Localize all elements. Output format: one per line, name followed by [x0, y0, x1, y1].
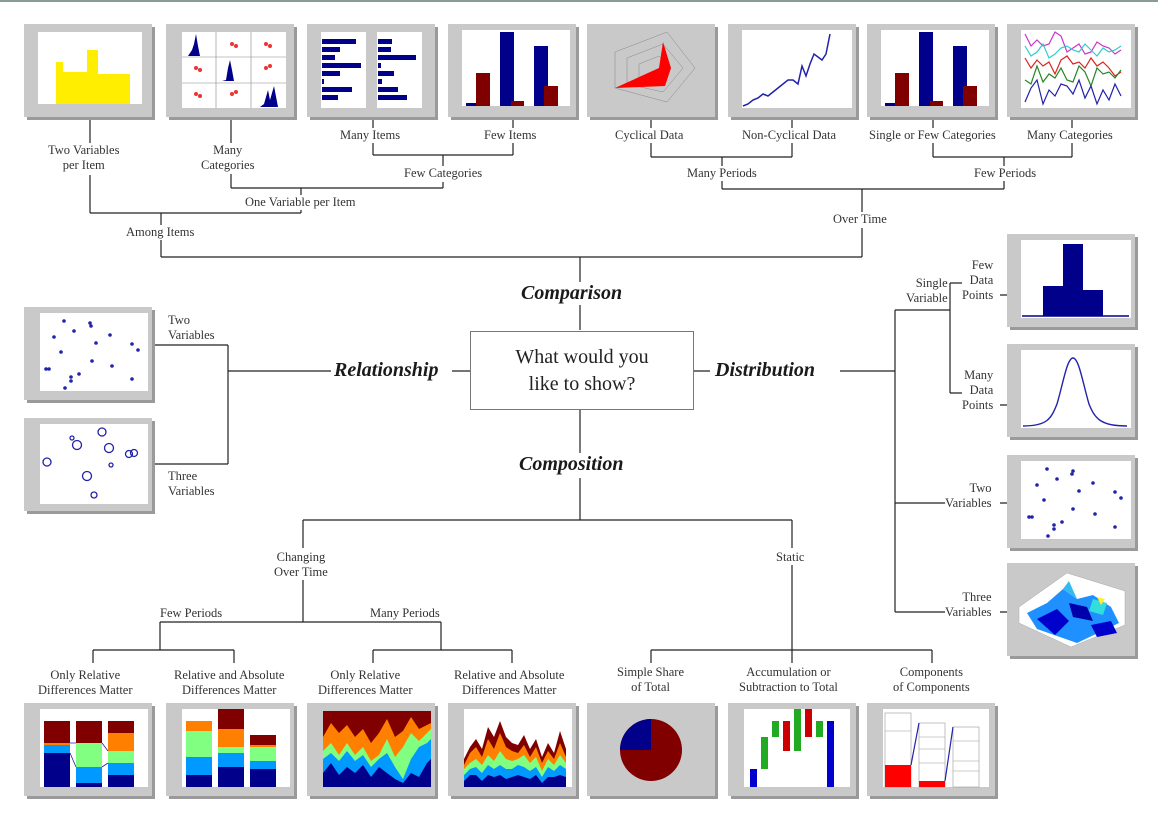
category-relationship: Relationship	[331, 359, 442, 382]
thumb-scatter-relationship	[24, 307, 152, 400]
label-two-variables-per-item: Two Variables per Item	[48, 143, 120, 173]
thumb-waterfall	[728, 703, 856, 796]
label-changing-over-time: Changing Over Time	[274, 550, 328, 580]
label-many-categories: Many Categories	[201, 143, 255, 173]
label-composition-few-periods: Few Periods	[160, 606, 223, 621]
connector-changing	[159, 580, 442, 650]
connector-comparison-trunk	[160, 228, 863, 330]
thumb-radar	[587, 24, 715, 117]
connector-composition-split	[302, 519, 793, 548]
label-among-items: Among Items	[126, 225, 195, 240]
label-components: Components of Components	[893, 665, 970, 695]
connector-among-items	[89, 175, 302, 225]
connector-few-periods-comp	[92, 649, 235, 663]
thumb-column-few-items	[448, 24, 576, 117]
connector-few-categories	[372, 143, 514, 166]
label-over-time: Over Time	[833, 212, 887, 227]
label-cyclical-data: Cyclical Data	[615, 128, 684, 143]
thumb-line-histogram	[1007, 344, 1135, 437]
label-few-relative-absolute: Relative and Absolute Differences Matter	[174, 668, 285, 698]
connector-few-periods	[932, 143, 1073, 166]
thumb-multi-line	[1007, 24, 1135, 117]
thumb-line-chart	[728, 24, 856, 117]
connector-cyclical	[650, 117, 1073, 128]
thumb-3d-area	[1007, 563, 1135, 656]
connector-relationship	[153, 344, 470, 465]
label-many-only-relative: Only Relative Differences Matter	[318, 668, 413, 698]
thumb-bubble	[24, 418, 152, 511]
thumb-scatter-distribution	[1007, 455, 1135, 548]
label-many-data-points: Many Data Points	[962, 368, 994, 413]
connector-many-periods-comp	[372, 649, 513, 663]
thumb-stacked-100-column	[24, 703, 152, 796]
label-few-data-points: Few Data Points	[962, 258, 994, 303]
thumb-stacked-area	[448, 703, 576, 796]
thumb-column-time	[867, 24, 995, 117]
thumb-variable-width-column	[24, 24, 152, 117]
top-border	[0, 0, 1158, 2]
label-one-variable-per-item: One Variable per Item	[245, 195, 356, 210]
label-many-relative-absolute: Relative and Absolute Differences Matter	[454, 668, 565, 698]
label-distribution-two-variables: Two Variables	[945, 481, 992, 511]
connector-many-periods	[650, 143, 793, 166]
label-few-categories: Few Categories	[404, 166, 483, 181]
label-relationship-two-variables: Two Variables	[168, 313, 215, 343]
label-accumulation: Accumulation or Subtraction to Total	[739, 665, 838, 695]
label-few-periods: Few Periods	[974, 166, 1037, 181]
label-simple-share: Simple Share of Total	[617, 665, 685, 695]
label-distribution-three-variables: Three Variables	[945, 590, 992, 620]
label-non-cyclical-data: Non-Cyclical Data	[742, 128, 837, 143]
label-composition-many-periods: Many Periods	[370, 606, 440, 621]
thumb-scatter-matrix	[166, 24, 294, 117]
thumb-horizontal-bar	[307, 24, 435, 117]
label-many-periods: Many Periods	[687, 166, 757, 181]
label-few-only-relative: Only Relative Differences Matter	[38, 668, 133, 698]
thumb-pie	[587, 703, 715, 796]
connector-distribution	[692, 282, 1010, 613]
label-many-items: Many Items	[340, 128, 401, 143]
category-comparison: Comparison	[518, 282, 626, 305]
label-relationship-three-variables: Three Variables	[168, 469, 215, 499]
thumb-components	[867, 703, 995, 796]
thumb-column-histogram	[1007, 234, 1135, 327]
thumb-stacked-column	[166, 703, 294, 796]
thumb-stacked-100-area	[307, 703, 435, 796]
connector-over-time	[721, 181, 1005, 212]
label-many-categories-time: Many Categories	[1027, 128, 1113, 143]
label-single-or-few-categories: Single or Few Categories	[869, 128, 996, 143]
connector-one-variable	[230, 174, 444, 198]
center-question-box: What would you like to show?	[470, 331, 694, 410]
connector-static	[650, 564, 933, 663]
category-distribution: Distribution	[712, 359, 819, 382]
label-single-variable: Single Variable	[906, 276, 948, 306]
label-few-items: Few Items	[484, 128, 537, 143]
category-composition: Composition	[516, 453, 627, 476]
label-static: Static	[776, 550, 805, 565]
